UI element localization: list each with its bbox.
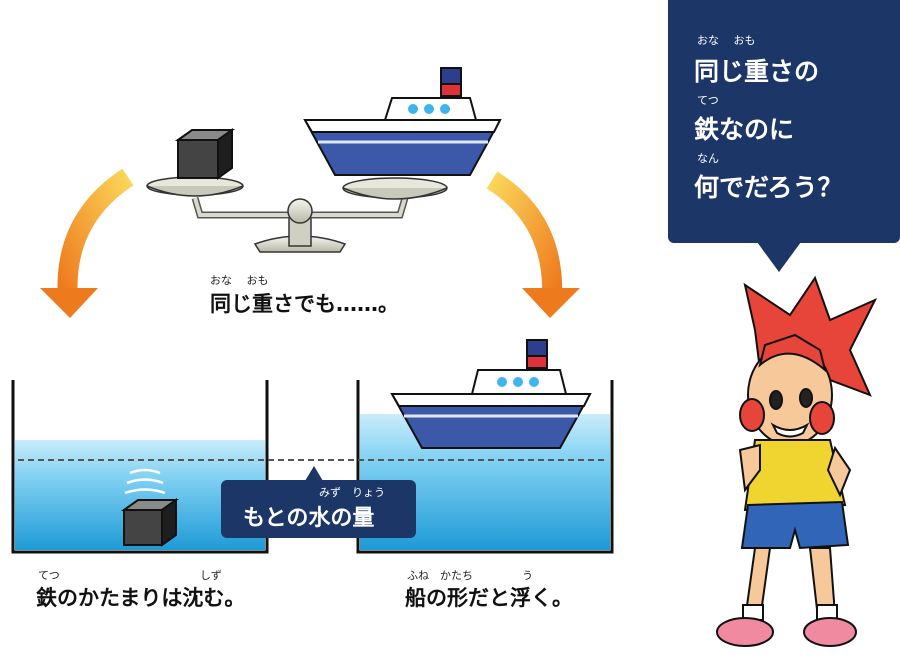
iron-cube-icon bbox=[174, 128, 236, 180]
water-label-pointer bbox=[305, 466, 323, 481]
ship-on-scale-icon bbox=[303, 67, 502, 176]
water-level-label-box: みず りょう もとの水の量 bbox=[221, 480, 416, 538]
speech-bubble bbox=[668, 0, 900, 243]
curved-arrow-left-icon bbox=[40, 168, 134, 318]
speech-bubble-tail bbox=[757, 242, 801, 272]
curved-arrow-right-icon bbox=[486, 171, 580, 318]
left-caption-furigana-1: てつ bbox=[38, 569, 60, 582]
left-caption: 鉄のかたまりは沈む。 bbox=[36, 586, 246, 610]
top-caption-furigana: おな おも bbox=[210, 274, 269, 287]
bubble-line-2-furigana: てつ bbox=[697, 94, 719, 107]
bubble-line-3: 何でだろう？ bbox=[694, 173, 843, 202]
right-caption-furigana-1: ふね かたち bbox=[407, 569, 473, 582]
sunken-iron-cube-icon bbox=[120, 498, 180, 547]
right-caption: 船の形だと浮く。 bbox=[405, 586, 573, 610]
balance-scale-icon bbox=[146, 176, 448, 253]
top-caption: 同じ重さでも……。 bbox=[210, 292, 399, 316]
bubble-line-1: 同じ重さの bbox=[694, 57, 820, 86]
water-label-furigana: みず りょう bbox=[319, 486, 385, 499]
bubble-line-1-furigana: おな おも bbox=[697, 34, 756, 47]
bubble-line-3-furigana: なん bbox=[697, 152, 719, 165]
sinking-motion-lines-icon bbox=[124, 468, 166, 495]
water-label-text: もとの水の量 bbox=[243, 506, 375, 531]
floating-ship-icon bbox=[390, 339, 592, 449]
left-caption-furigana-2: しず bbox=[200, 569, 222, 582]
bubble-line-2: 鉄なのに bbox=[694, 115, 795, 144]
girl-character-icon bbox=[716, 275, 878, 647]
right-caption-furigana-2: う bbox=[522, 569, 533, 582]
